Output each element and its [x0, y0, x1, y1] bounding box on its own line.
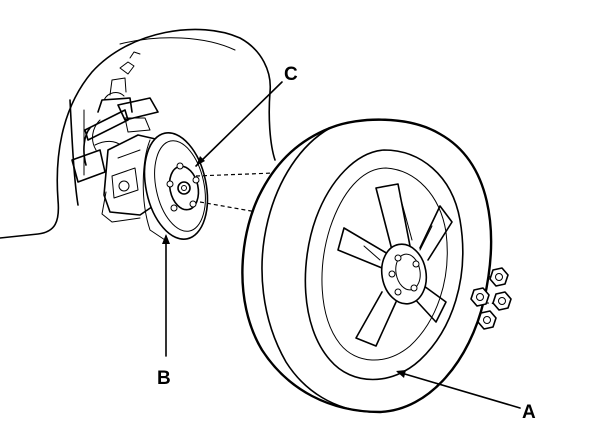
leader-line-b: [162, 234, 170, 357]
lug-nut: [477, 310, 497, 330]
callout-a: A: [522, 402, 536, 423]
wheel-spokes: [337, 183, 453, 347]
wheel-and-tire: [241, 118, 493, 414]
wheel-studs: [166, 162, 200, 212]
callout-c: C: [284, 64, 298, 85]
lug-nut: [492, 291, 512, 311]
lug-nuts: [470, 267, 512, 330]
wheel-hub: [166, 162, 200, 212]
lug-nut: [489, 267, 509, 287]
leader-line-c: [195, 81, 283, 167]
suspension-assembly: [71, 51, 159, 183]
fender-outline: [0, 28, 276, 239]
lug-nut: [470, 287, 490, 307]
leader-line-a: [396, 370, 521, 409]
wheel-center: [380, 243, 428, 305]
callout-b: B: [157, 368, 171, 389]
